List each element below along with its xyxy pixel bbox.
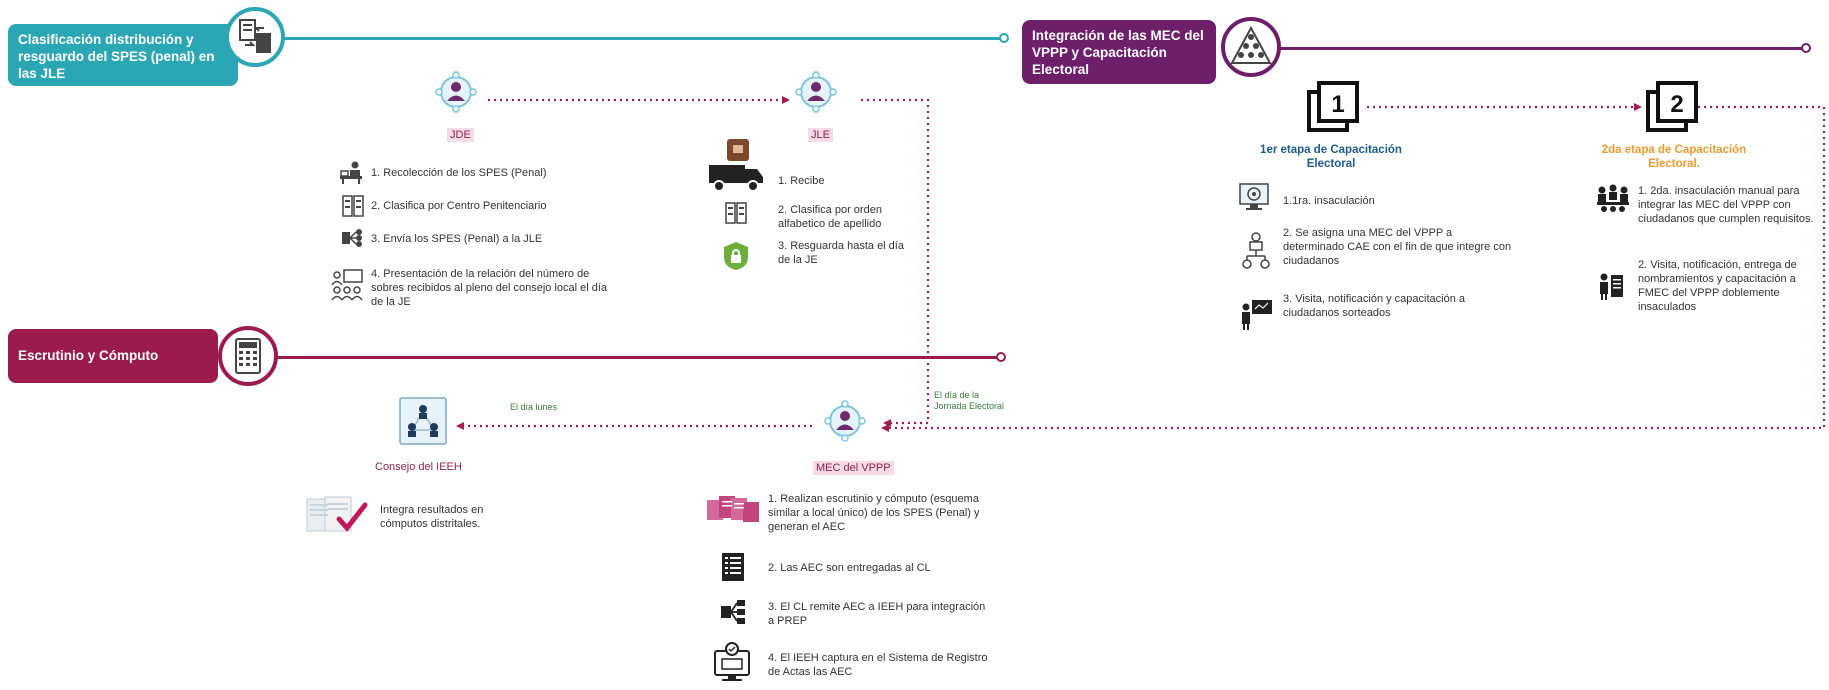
stage-2-number: 2 <box>1670 91 1683 118</box>
share-files-icon <box>342 229 362 247</box>
section-banner-clasificacion: Clasificación distribución y resguardo d… <box>8 24 238 86</box>
stage-2-title: 2da etapa de Capacitación Electoral. <box>1601 144 1747 170</box>
jde-step-2: 2. Clasifica por Centro Penitenciario <box>371 200 547 212</box>
ballots-icon <box>707 496 759 522</box>
mec-note: El día de la Jornada Electoral <box>934 390 1005 411</box>
timeline-escrutinio <box>262 356 1000 359</box>
file-cabinet-icon <box>342 195 364 217</box>
section-title-escrutinio: Escrutinio y Cómputo <box>18 348 159 363</box>
timeline-clasificacion <box>265 37 1003 40</box>
section-title-integracion: Integración de las MEC del VPPP y Capaci… <box>1032 28 1204 77</box>
mec-step-1: 1. Realizan escrutinio y cómputo (esquem… <box>768 493 980 533</box>
shield-lock-icon <box>724 242 748 270</box>
jle-file-cabinet-icon <box>725 202 747 224</box>
mec-label: MEC del VPPP <box>813 461 894 475</box>
network-transfer-icon <box>721 600 745 624</box>
stage-2-step-2: 2. Visita, notificación, entrega de nomb… <box>1638 259 1797 313</box>
delivery-truck-icon <box>709 139 763 192</box>
jde-step-1: 1. Recolección de los SPES (Penal) <box>371 167 547 179</box>
presentation-group-icon <box>331 269 363 301</box>
consejo-arrow-label: El día lunes <box>510 402 558 412</box>
documents-exchange-icon <box>225 7 285 67</box>
org-chart-icon <box>1242 232 1270 269</box>
results-check-icon <box>306 496 368 532</box>
jle-label: JLE <box>808 128 833 142</box>
timeline-end-escrutinio <box>996 352 1006 362</box>
capture-computer-icon <box>714 642 750 681</box>
jle-step-3: 3. Resguarda hasta el día de la JE <box>778 240 904 266</box>
document-list-icon <box>722 553 744 581</box>
mec-step-2: 2. Las AEC son entregadas al CL <box>768 562 931 574</box>
meeting-group-icon <box>1597 184 1629 212</box>
timeline-end-integracion <box>1801 43 1811 53</box>
stage-2-number-icon: 2 <box>1646 81 1698 132</box>
consejo-step: Integra resultados en cómputos distrital… <box>380 504 484 530</box>
jle-person-network-icon <box>795 71 837 113</box>
stage-1-number-icon: 1 <box>1307 81 1359 132</box>
jde-person-network-icon <box>435 71 477 113</box>
stage-1-step-1: 1.1ra. insaculación <box>1283 195 1375 207</box>
collection-desk-icon <box>340 161 362 184</box>
stage-1-title: 1er etapa de Capacitación Electoral <box>1260 144 1402 170</box>
training-board-icon <box>1242 300 1272 330</box>
arrow-jle-mec <box>861 98 930 427</box>
people-network-icon <box>399 397 447 445</box>
jle-step-2: 2. Clasifica por orden alfabetico de ape… <box>778 204 882 230</box>
stage-1-step-2: 2. Se asigna una MEC del VPPP a determin… <box>1283 227 1512 267</box>
section-banner-integracion: Integración de las MEC del VPPP y Capaci… <box>1022 20 1216 84</box>
section-banner-escrutinio: Escrutinio y Cómputo <box>8 329 218 383</box>
calculator-icon <box>218 326 278 386</box>
timeline-integracion <box>1255 47 1805 50</box>
jle-step-1: 1. Recibe <box>778 175 825 187</box>
timeline-end-clasificacion <box>999 33 1009 43</box>
stage-2-step-1: 1. 2da. insaculación manual para integra… <box>1638 185 1814 225</box>
mec-person-network-icon <box>824 400 866 442</box>
hierarchy-pyramid-icon <box>1221 17 1281 77</box>
document-person-icon <box>1600 273 1623 300</box>
section-title-clasificacion: Clasificación distribución y resguardo d… <box>18 32 215 81</box>
consejo-label: Consejo del IEEH <box>375 461 462 473</box>
stage-1-step-3: 3. Visita, notificación y capacitación a… <box>1283 293 1466 319</box>
jde-step-3: 3. Envía los SPES (Penal) a la JLE <box>371 233 543 245</box>
stage-1-number: 1 <box>1331 91 1344 118</box>
mec-step-4: 4. El IEEH captura en el Sistema de Regi… <box>768 652 988 678</box>
jde-label: JDE <box>447 128 474 142</box>
jde-step-4: 4. Presentación de la relación del númer… <box>371 268 608 308</box>
insaculation-monitor-icon <box>1239 183 1269 210</box>
mec-step-3: 3. El CL remite AEC a IEEH para integrac… <box>768 601 986 627</box>
